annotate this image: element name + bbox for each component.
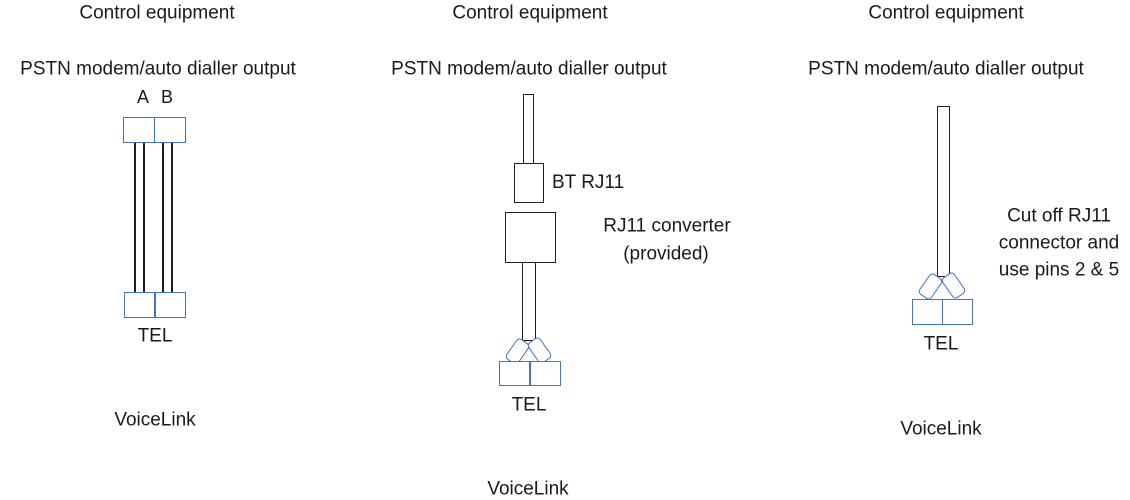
panel3-title: Control equipment	[868, 2, 1024, 24]
panel2-tel-socket-box	[499, 361, 561, 386]
panel2-tel-label: TEL	[511, 394, 547, 416]
panel1-output-terminal-divider	[153, 118, 156, 142]
panel1-tel-socket-divider	[154, 293, 156, 317]
panel2-tel-socket-divider	[529, 362, 531, 385]
panel2-subtitle: PSTN modem/auto dialler output	[391, 58, 667, 80]
panel3-cable	[937, 106, 950, 277]
panel2-rj11-converter-box	[505, 212, 556, 263]
panel2-device-label: VoiceLink	[487, 478, 569, 500]
panel1-title: Control equipment	[79, 2, 235, 24]
panel2-cable-bottom	[522, 262, 536, 341]
panel1-pin-a-label: A	[136, 87, 150, 108]
panel1-wire-1	[134, 143, 136, 292]
panel3-tel-socket-box	[912, 299, 973, 325]
panel2-converter-label-line1: RJ11 converter	[603, 215, 731, 237]
panel2-converter-label-line2: (provided)	[623, 243, 709, 265]
panel1-device-label: VoiceLink	[114, 409, 196, 431]
panel2-cable-top	[523, 94, 534, 164]
panel1-wire-3	[162, 143, 164, 292]
panel3-note-line3: use pins 2 & 5	[998, 259, 1120, 281]
panel1-tel-socket-box	[124, 292, 186, 318]
panel3-device-label: VoiceLink	[900, 418, 982, 440]
panel3-spade-connector-right	[940, 270, 967, 301]
panel1-output-terminal-box	[123, 117, 186, 143]
panel2-plug-label: BT RJ11	[552, 172, 625, 193]
panel3-subtitle: PSTN modem/auto dialler output	[808, 58, 1084, 80]
panel1-pin-b-label: B	[160, 87, 174, 108]
panel2-bt-rj11-plug-box	[514, 163, 544, 203]
panel1-subtitle: PSTN modem/auto dialler output	[20, 58, 296, 80]
panel3-tel-socket-divider	[941, 300, 944, 324]
panel3-tel-label: TEL	[923, 333, 959, 355]
panel3-note-line2: connector and	[998, 232, 1120, 254]
panel1-tel-label: TEL	[137, 325, 173, 347]
panel3-note-line1: Cut off RJ11	[1007, 205, 1111, 227]
panel1-wire-2	[143, 143, 145, 292]
panel2-title: Control equipment	[452, 2, 608, 24]
panel1-wire-4	[171, 143, 173, 292]
